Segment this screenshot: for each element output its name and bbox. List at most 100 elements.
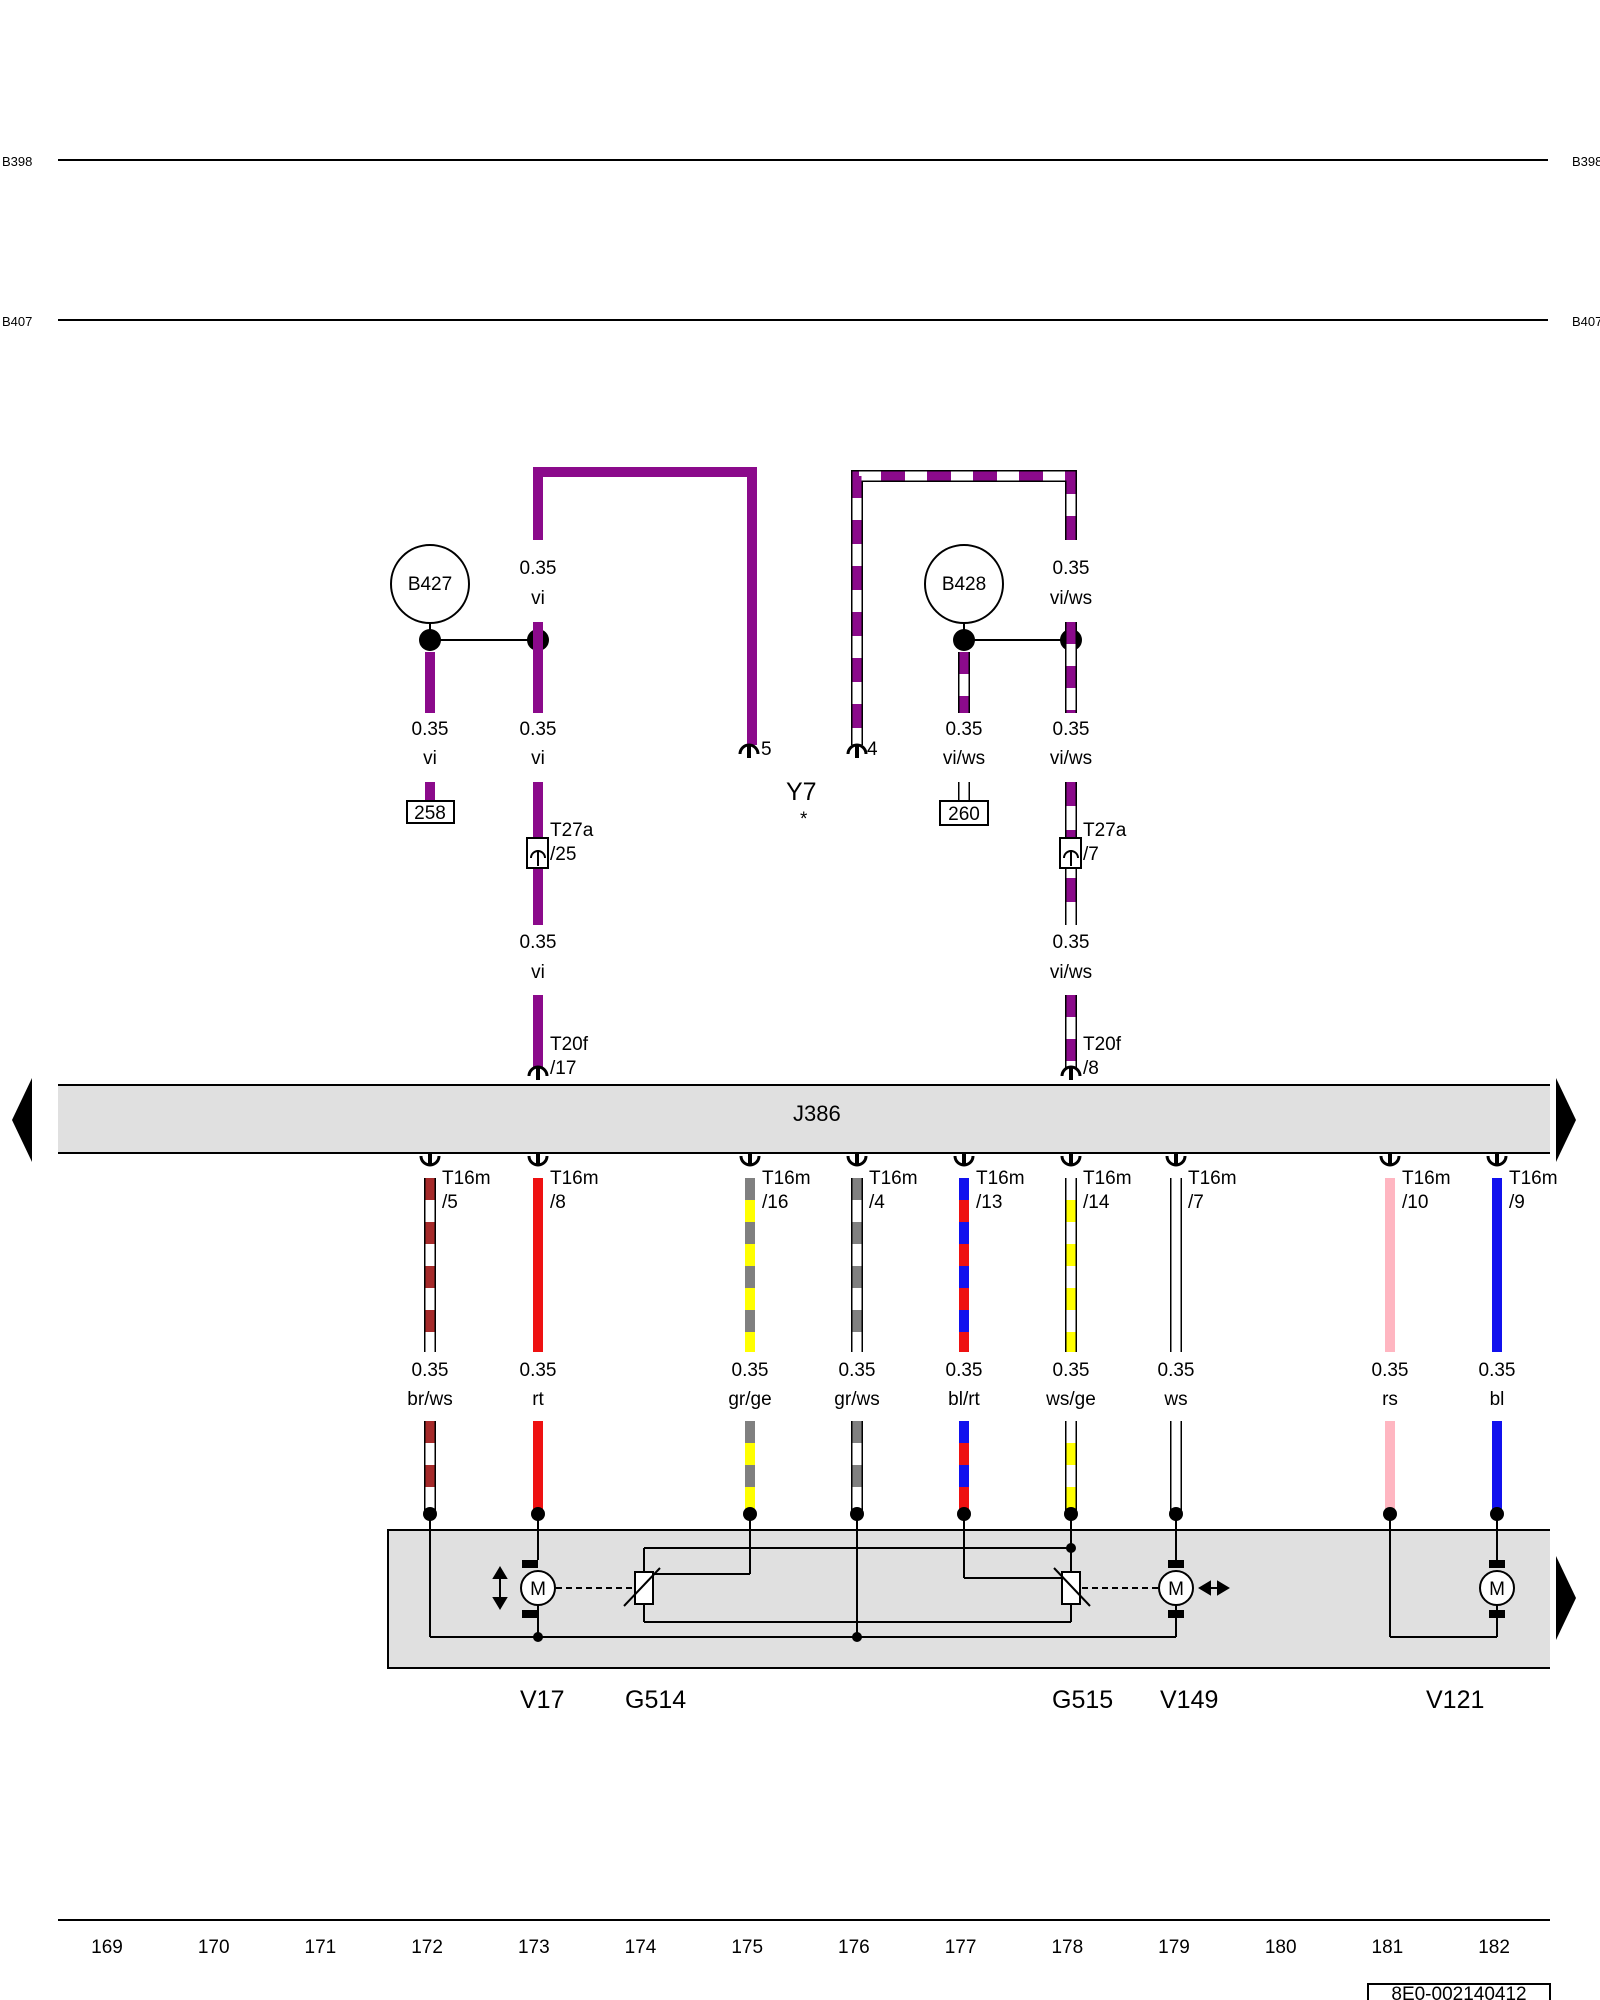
connector-label: T16m xyxy=(1509,1168,1558,1189)
wire-size-label: 0.35 xyxy=(839,1360,876,1381)
column-number: 171 xyxy=(305,1937,337,1958)
rail-b398-label-right: B398 xyxy=(1572,154,1600,169)
connector-label: T16m xyxy=(869,1168,918,1189)
column-number: 172 xyxy=(411,1937,443,1958)
connector-pin-icon xyxy=(1060,1064,1082,1082)
connector-t27a-right: T27a xyxy=(1083,820,1127,841)
component-panel xyxy=(388,1530,1550,1668)
wire-color-label: vi xyxy=(531,748,545,769)
component-g514-label: G514 xyxy=(625,1686,686,1714)
wire-color-label: vi/ws xyxy=(1050,962,1092,983)
mirror-pin-4: 4 xyxy=(867,739,878,760)
wire-color-label: gr/ws xyxy=(834,1389,879,1410)
column-number: 176 xyxy=(838,1937,870,1958)
connector-pin-label: /9 xyxy=(1509,1192,1525,1213)
wire-size-label: 0.35 xyxy=(412,1360,449,1381)
component-g515-label: G515 xyxy=(1052,1686,1113,1714)
motor-v17-icon xyxy=(520,1560,556,1618)
column-number: 177 xyxy=(945,1937,977,1958)
connector-pin-icon xyxy=(846,1150,868,1168)
rail-b407-label-right: B407 xyxy=(1572,314,1600,329)
wire-size-label: 0.35 xyxy=(520,932,557,953)
rail-b407-label-left: B407 xyxy=(2,314,32,329)
connector-pin-icon xyxy=(738,742,760,760)
column-number: 170 xyxy=(198,1937,230,1958)
connector-label: T16m xyxy=(1083,1168,1132,1189)
wire-size-label: 0.35 xyxy=(1158,1360,1195,1381)
wire-size-label: 0.35 xyxy=(1479,1360,1516,1381)
doc-id: 8E0-002140412 xyxy=(1391,1984,1526,2000)
connector-pin-icon xyxy=(1379,1150,1401,1168)
connector-label: T16m xyxy=(550,1168,599,1189)
component-v149-label: V149 xyxy=(1160,1686,1218,1714)
splice-dot xyxy=(953,629,975,651)
connector-pin-icon xyxy=(1165,1150,1187,1168)
connector-label: T16m xyxy=(442,1168,491,1189)
rail-b398-label-left: B398 xyxy=(2,154,32,169)
continuation-arrow-right-icon xyxy=(1556,1078,1576,1162)
vertical-direction-arrow-icon xyxy=(492,1566,508,1610)
module-j386-label: J386 xyxy=(793,1101,841,1126)
motor-v121-icon xyxy=(1479,1560,1515,1618)
ref-258: 258 xyxy=(414,803,446,824)
connector-pin-icon xyxy=(953,1150,975,1168)
mirror-note: * xyxy=(800,809,808,830)
wire-size-label: 0.35 xyxy=(520,719,557,740)
junction-dot xyxy=(533,1632,543,1642)
mirror-y7-label: Y7 xyxy=(786,778,817,806)
continuation-arrow-right-icon xyxy=(1556,1556,1576,1640)
connector-label: T16m xyxy=(1402,1168,1451,1189)
wire-color-label: vi/ws xyxy=(943,748,985,769)
wire-size-label: 0.35 xyxy=(1053,719,1090,740)
continuation-arrow-left-icon xyxy=(12,1078,32,1162)
ground-b428-label: B428 xyxy=(942,574,986,595)
module-j386 xyxy=(58,1085,1550,1153)
wire-size-label: 0.35 xyxy=(1053,932,1090,953)
wire-size-label: 0.35 xyxy=(1372,1360,1409,1381)
connector-t20f-left: T20f xyxy=(550,1034,589,1055)
column-number: 182 xyxy=(1478,1937,1510,1958)
wire-size-label: 0.35 xyxy=(1053,1360,1090,1381)
horizontal-direction-arrow-icon xyxy=(1198,1580,1230,1596)
wire-color-label: vi xyxy=(531,588,545,609)
junction-dot xyxy=(1066,1543,1076,1553)
connector-t20f-left-pin: /17 xyxy=(550,1058,576,1079)
wire-color-label: rt xyxy=(532,1389,544,1410)
wire-color-label: ws/ge xyxy=(1045,1389,1096,1410)
wire-size-label: 0.35 xyxy=(946,1360,983,1381)
connector-pin-icon xyxy=(527,1150,549,1168)
connector-label: T16m xyxy=(1188,1168,1237,1189)
connector-t27a-right-pin: /7 xyxy=(1083,844,1099,865)
doc-id-box xyxy=(1367,1983,1551,2000)
connector-pin-label: /10 xyxy=(1402,1192,1428,1213)
wire-vi-ws-loop xyxy=(851,470,1077,745)
ref-258-box xyxy=(406,800,455,824)
wire-size-label: 0.35 xyxy=(1053,558,1090,579)
column-number: 180 xyxy=(1265,1937,1297,1958)
connector-pin-icon xyxy=(1486,1150,1508,1168)
column-number: 174 xyxy=(625,1937,657,1958)
connector-pin-label: /16 xyxy=(762,1192,788,1213)
wire-color-label: vi/ws xyxy=(1050,748,1092,769)
wire-size-label: 0.35 xyxy=(520,1360,557,1381)
connector-pin-icon xyxy=(419,1150,441,1168)
wire-color-label: gr/ge xyxy=(728,1389,771,1410)
wire-vi-loop xyxy=(533,467,757,745)
motor-v149-symbol: M xyxy=(1168,1579,1184,1600)
wire-size-label: 0.35 xyxy=(412,719,449,740)
wire-color-label: vi xyxy=(531,962,545,983)
wire-color-label: br/ws xyxy=(407,1389,452,1410)
wire-size-label: 0.35 xyxy=(520,558,557,579)
connector-label: T16m xyxy=(976,1168,1025,1189)
column-number: 175 xyxy=(731,1937,763,1958)
junction-dot xyxy=(852,1632,862,1642)
g515-resistor xyxy=(1061,1571,1081,1605)
wire-color-label: rs xyxy=(1382,1389,1398,1410)
connector-label: T16m xyxy=(762,1168,811,1189)
component-v17-label: V17 xyxy=(520,1686,564,1714)
ref-260-box xyxy=(939,800,989,826)
connector-pin-label: /4 xyxy=(869,1192,885,1213)
connector-pin-icon xyxy=(1060,1150,1082,1168)
connector-t27a-left: T27a xyxy=(550,820,594,841)
